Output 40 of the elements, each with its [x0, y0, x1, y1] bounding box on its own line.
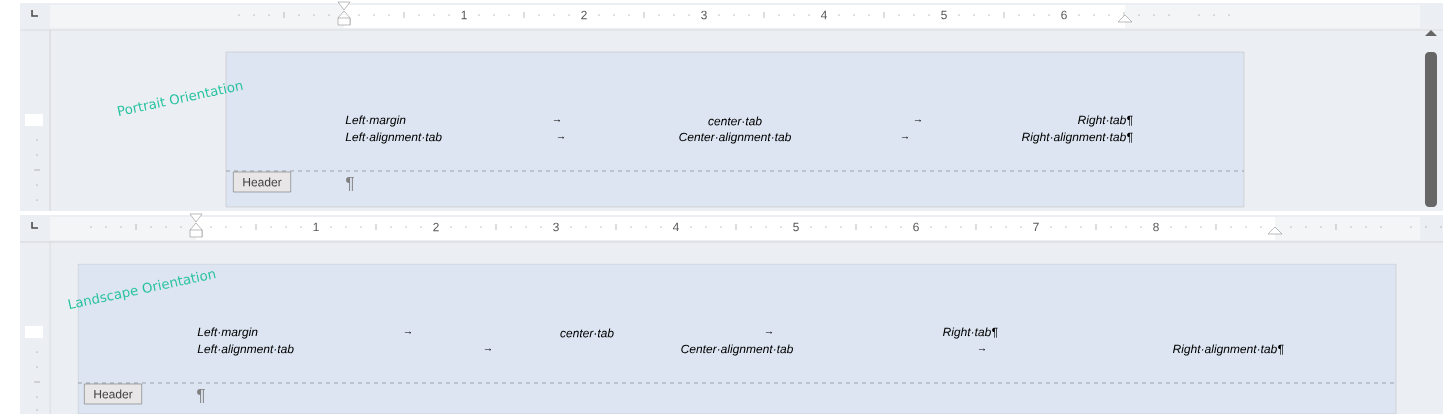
- tab-text: Left·alignment·tab: [197, 344, 294, 356]
- tab-text: Right·tab¶: [1077, 115, 1133, 127]
- paragraph-mark: ¶: [197, 388, 205, 404]
- orientation-label: Landscape Orientation: [68, 271, 216, 310]
- ruler-number: 6: [1061, 10, 1067, 20]
- ruler-number: 3: [701, 10, 707, 20]
- ruler-number: 5: [941, 10, 947, 20]
- ruler-number: 6: [913, 222, 919, 232]
- ruler-number: 4: [672, 222, 679, 232]
- tab-text: Center·alignment·tab: [681, 344, 793, 356]
- tab-text: center·tab: [560, 328, 614, 338]
- tab-text: Right·alignment·tab¶: [1172, 344, 1284, 356]
- tab-text: Left·alignment·tab: [345, 132, 442, 144]
- tab-mark: →: [914, 119, 922, 122]
- tab-mark: →: [553, 119, 561, 122]
- header-tab: Header: [233, 171, 291, 193]
- orientation-label: Portrait Orientation: [117, 82, 243, 116]
- tab-text: Right·alignment·tab¶: [1021, 132, 1133, 144]
- tab-mark: →: [404, 331, 412, 334]
- header-tab: Header: [84, 383, 142, 405]
- ruler-number: 3: [553, 222, 559, 232]
- tab-text: Right·tab¶: [942, 327, 998, 339]
- ruler-number: 7: [1033, 222, 1039, 232]
- tab-text: Center·alignment·tab: [679, 132, 791, 144]
- tab-mark: →: [557, 136, 565, 139]
- tab-mark: →: [901, 136, 909, 139]
- ruler-number: 5: [793, 222, 799, 232]
- tab-text: Left·margin: [197, 327, 258, 339]
- tab-text: center·tab: [708, 116, 762, 126]
- tab-text: Left·margin: [345, 115, 406, 127]
- ruler-number: 4: [820, 10, 827, 20]
- ruler-number: 1: [461, 10, 467, 20]
- ruler-number: 1: [313, 222, 319, 232]
- paragraph-mark: ¶: [346, 176, 354, 192]
- tab-mark: →: [978, 348, 986, 351]
- ruler-number: 8: [1153, 222, 1159, 232]
- ruler-number: 2: [581, 10, 587, 20]
- tab-mark: →: [765, 331, 773, 334]
- ruler-number: 2: [433, 222, 439, 232]
- tab-mark: →: [484, 348, 492, 351]
